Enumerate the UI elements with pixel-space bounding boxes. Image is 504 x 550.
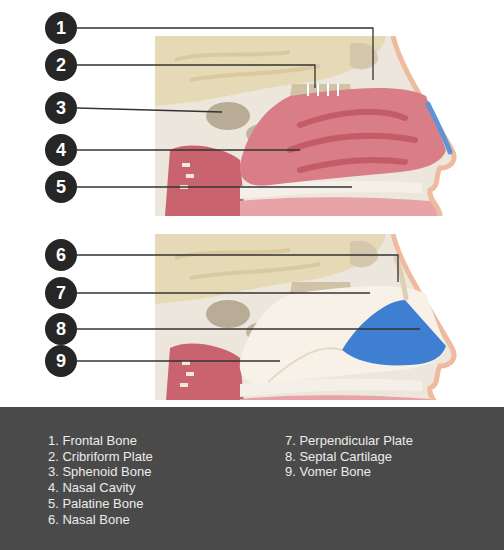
callout-number: 3 <box>45 92 77 124</box>
key-column: 1. Frontal Bone2. Cribriform Plate3. Sph… <box>48 433 153 527</box>
top-section <box>155 36 460 216</box>
leader-line <box>77 255 398 282</box>
callout-number-text: 6 <box>56 246 66 264</box>
callout-number-text: 9 <box>56 352 66 370</box>
key-column: 7. Perpendicular Plate8. Septal Cartilag… <box>285 433 413 480</box>
leader-lines <box>77 28 420 361</box>
callout-number-text: 4 <box>56 141 66 159</box>
nasal-cartilage <box>428 104 450 152</box>
callout-number-text: 5 <box>56 178 66 196</box>
leader-line <box>77 108 222 112</box>
key-entry: 4. Nasal Cavity <box>48 480 153 496</box>
callout-number-text: 7 <box>56 284 66 302</box>
septum-bone <box>240 286 446 384</box>
key-entry: 1. Frontal Bone <box>48 433 153 449</box>
callout-number: 1 <box>45 12 77 44</box>
septal-cartilage <box>342 300 446 365</box>
nasal-cavity <box>240 88 446 186</box>
leader-line <box>77 360 280 361</box>
callout-number: 2 <box>45 49 77 81</box>
leader-line <box>77 28 373 80</box>
leader-line <box>77 186 352 187</box>
key-entry: 8. Septal Cartilage <box>285 449 413 465</box>
key-entry: 5. Palatine Bone <box>48 496 153 512</box>
callout-number-text: 3 <box>56 99 66 117</box>
head-section <box>155 234 460 400</box>
callout-number-text: 8 <box>56 320 66 338</box>
callout-number: 6 <box>45 239 77 271</box>
leader-line <box>77 149 300 150</box>
bottom-section <box>155 234 460 400</box>
callout-number: 7 <box>45 277 77 309</box>
cribriform-lines <box>308 84 338 96</box>
key-entry: 2. Cribriform Plate <box>48 449 153 465</box>
key-entry: 3. Sphenoid Bone <box>48 464 153 480</box>
vomer-suture <box>268 348 342 382</box>
callout-number: 4 <box>45 134 77 166</box>
callout-number: 9 <box>45 345 77 377</box>
turbinates <box>290 112 415 170</box>
key-entry: 7. Perpendicular Plate <box>285 433 413 449</box>
callout-number-text: 1 <box>56 19 66 37</box>
leader-line <box>77 292 370 293</box>
key-entry: 9. Vomer Bone <box>285 464 413 480</box>
callout-number: 8 <box>45 313 77 345</box>
key-panel: 1. Frontal Bone2. Cribriform Plate3. Sph… <box>0 407 504 550</box>
leader-line <box>77 65 315 88</box>
head-section <box>155 36 460 216</box>
callout-number: 5 <box>45 171 77 203</box>
leader-line <box>77 328 420 329</box>
callout-number-text: 2 <box>56 56 66 74</box>
key-entry: 6. Nasal Bone <box>48 512 153 528</box>
